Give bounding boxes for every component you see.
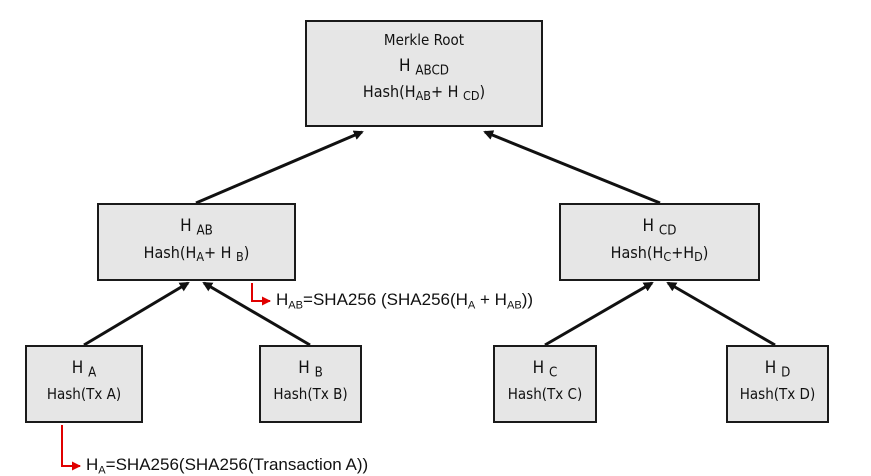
leaf-a-formula: Hash(Tx A): [46, 384, 122, 403]
arrow-ab-to-root: [195, 130, 364, 205]
annotation-ha-formula: HA=SHA256(SHA256(Transaction A)): [86, 455, 369, 476]
leaf-node-b: H B Hash(Tx B): [259, 345, 362, 423]
arrow-d-to-cd: [666, 281, 776, 347]
leaf-b-hash-label: H B: [298, 358, 323, 381]
leaf-node-c: H C Hash(Tx C): [493, 345, 597, 423]
arrow-b-to-ab: [202, 281, 311, 347]
annotation-hab-formula: HAB=SHA256 (SHA256(HA + HAB)): [276, 290, 534, 312]
merkle-root-node: Merkle Root H ABCD Hash(HAB+ H CD): [305, 20, 543, 127]
leaf-c-hash-label: H C: [532, 358, 558, 381]
node-hcd: H CD Hash(HC+HD): [559, 203, 760, 281]
arrow-cd-to-root: [483, 130, 661, 205]
annotation-arrow-ab: [251, 283, 271, 306]
hcd-hash-label: H CD: [642, 216, 677, 239]
node-hab: H AB Hash(HA+ H B): [97, 203, 296, 281]
leaf-d-formula: Hash(Tx D): [739, 384, 816, 403]
leaf-b-formula: Hash(Tx B): [273, 384, 348, 403]
root-hash-formula: Hash(HAB+ H CD): [362, 82, 486, 104]
arrow-a-to-ab: [83, 281, 190, 347]
leaf-node-d: H D Hash(Tx D): [726, 345, 829, 423]
annotation-arrow-a: [61, 425, 81, 471]
hab-hash-label: H AB: [180, 216, 213, 239]
leaf-c-formula: Hash(Tx C): [507, 384, 583, 403]
leaf-node-a: H A Hash(Tx A): [25, 345, 143, 423]
hab-hash-formula: Hash(HA+ H B): [143, 242, 250, 264]
root-hash-label: H ABCD: [399, 55, 449, 78]
hcd-hash-formula: Hash(HC+HD): [610, 242, 709, 264]
leaf-d-hash-label: H D: [764, 358, 791, 381]
arrow-c-to-cd: [544, 281, 654, 347]
leaf-a-hash-label: H A: [71, 358, 97, 381]
merkle-root-title: Merkle Root: [383, 31, 465, 49]
